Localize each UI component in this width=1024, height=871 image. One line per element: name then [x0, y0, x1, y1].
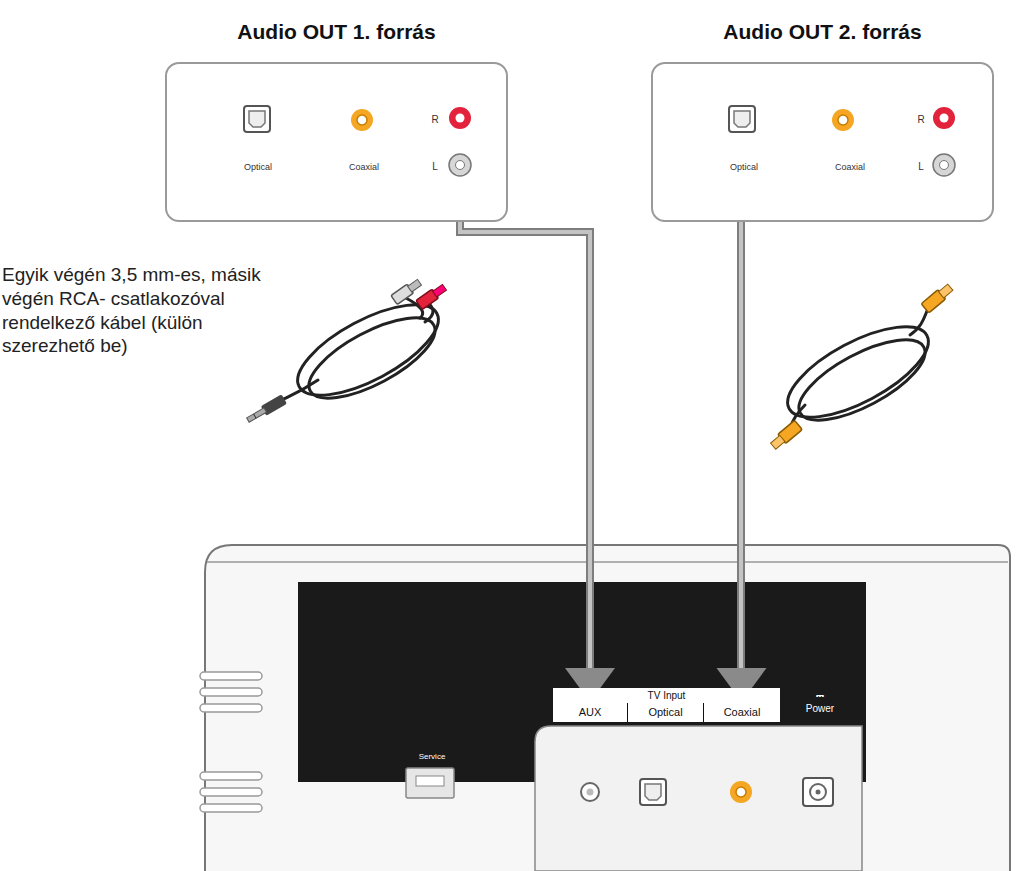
input-cell: AUX: [553, 703, 627, 722]
input-cell: Coaxial: [703, 703, 780, 722]
coaxial-plugs: [769, 283, 954, 451]
rca-plugs: [245, 278, 447, 425]
input-label: Coaxial: [704, 706, 780, 718]
coaxial-cable: [775, 305, 941, 436]
port-label: Service: [408, 752, 456, 761]
input-panel: TV InputAUXOpticalCoaxial: [553, 688, 780, 722]
port-label: Power: [790, 703, 850, 714]
source-box: Audio OUT 2. forrásOpticalCoaxialRL: [651, 62, 994, 222]
source-title: Audio OUT 1. forrás: [167, 20, 506, 44]
jack-label: Optical: [244, 162, 272, 172]
jack-label: R: [431, 114, 438, 125]
source-jacks: [244, 106, 471, 176]
jack-label: Coaxial: [835, 162, 865, 172]
cable-note: Egyik végén 3,5 mm-es, másik végén RCA- …: [2, 263, 268, 358]
soundbar: [200, 545, 1010, 871]
input-label: Optical: [628, 706, 703, 718]
jack-label: R: [917, 114, 924, 125]
connector-arrow: [460, 222, 615, 702]
panel-heading: TV Input: [553, 690, 780, 701]
jack-label: Optical: [730, 162, 758, 172]
source-jacks: [729, 106, 955, 176]
power-symbol: ⎓: [790, 690, 850, 702]
rca-cable: [282, 287, 451, 414]
source-title: Audio OUT 2. forrás: [653, 20, 992, 44]
source-box: Audio OUT 1. forrásOpticalCoaxialRL: [165, 62, 508, 222]
input-label: AUX: [553, 706, 627, 718]
jack-label: L: [918, 161, 924, 172]
input-cell: Optical: [627, 703, 703, 722]
jack-label: Coaxial: [349, 162, 379, 172]
jack-label: L: [432, 161, 438, 172]
connector-arrow: [717, 222, 767, 702]
